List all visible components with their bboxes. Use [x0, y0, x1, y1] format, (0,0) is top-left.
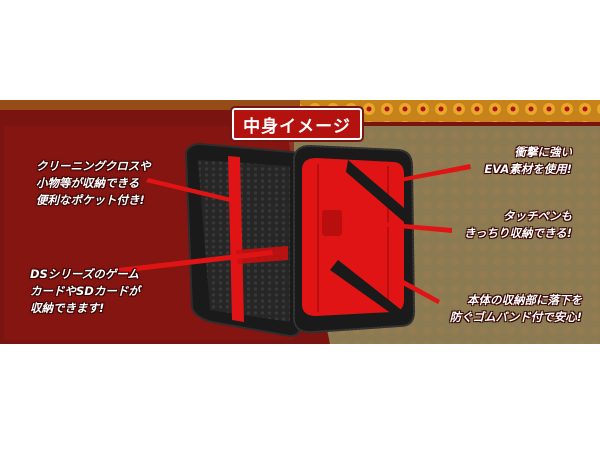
callout-pen: タッチペンも きっちり収納できる! — [463, 209, 572, 240]
elastic-band-top — [346, 160, 404, 222]
callout-cards: DSシリーズのゲーム カードやSDカードが 収納できます! — [30, 267, 140, 315]
product-banner: 中身イメージ クリーニングクロスや 小物等が収納できる 便利なポケット付き! D… — [0, 100, 600, 344]
elastic-band-bottom — [330, 260, 404, 314]
pointer-cards — [118, 250, 273, 273]
callout-pocket: クリーニングクロスや 小物等が収納できる 便利なポケット付き! — [36, 159, 151, 207]
section-title: 中身イメージ — [243, 116, 351, 137]
pointer-band — [397, 278, 440, 304]
section-title-box: 中身イメージ — [232, 108, 362, 140]
stylus-holder — [322, 210, 342, 236]
callout-eva: 衝撃に強い EVA素材を使用! — [484, 145, 572, 176]
case-illustration — [118, 142, 471, 338]
case-left-red-stripe — [228, 156, 244, 322]
callout-band: 本体の収納部に落下を 防ぐゴムバンド付で安心! — [449, 293, 582, 324]
pointer-pen — [356, 220, 452, 233]
pointer-pocket — [146, 178, 240, 204]
pointer-eva — [400, 164, 471, 182]
